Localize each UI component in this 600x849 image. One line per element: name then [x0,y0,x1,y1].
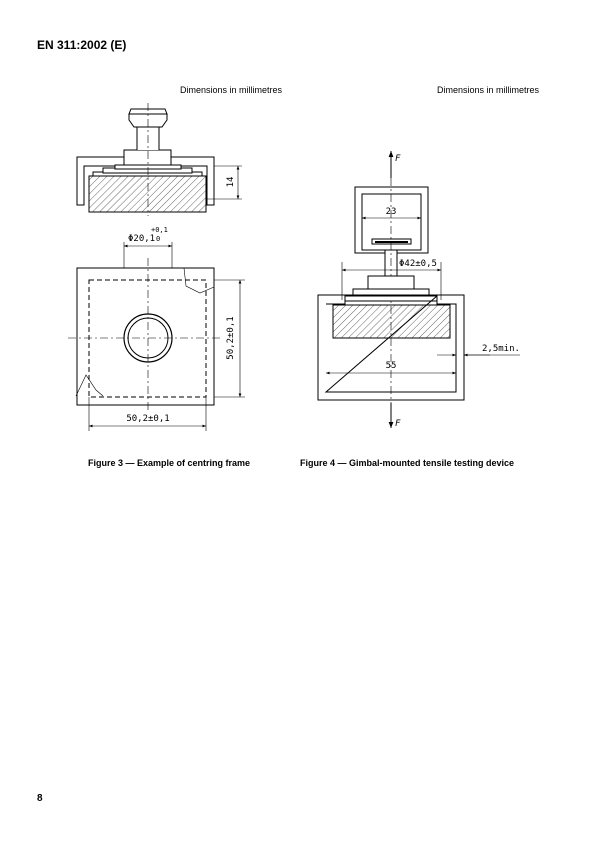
fig4-force-bottom: F [395,419,401,429]
fig3-dim-side-horizontal: 50,2±0,1 [126,414,169,424]
fig3-side-horizontal-dimension [88,397,207,431]
fig4-dimensions-note: Dimensions in millimetres [437,85,540,95]
fig3-top-section [76,108,215,213]
fig3-dim-height: 14 [226,177,236,188]
figure-3-caption: Figure 3 — Example of centring frame [88,458,251,468]
fig3-dim-tol-lower: 0 [156,235,160,243]
fig4-dim-diameter: Φ42±0,5 [399,259,437,269]
figure-4-drawing: F 23 Φ42±0,5 2,5 [317,151,520,429]
fig3-dim-side-vertical: 50,2±0,1 [226,316,236,359]
fig4-diameter-dimension [341,262,442,300]
page-number: 8 [37,793,43,804]
document-id: EN 311:2002 (E) [37,38,127,52]
fig3-dim-tol-upper: +0,1 [151,226,168,234]
fig3-dim-diameter: Φ20,1 [128,234,155,244]
figure-4-caption: Figure 4 — Gimbal-mounted tensile testin… [300,458,515,468]
fig3-dimensions-note: Dimensions in millimetres [180,85,283,95]
fig4-force-top: F [395,154,401,164]
fig4-dim-inner-width: 55 [386,361,397,371]
fig3-side-vertical-dimension [214,279,245,398]
fig3-height-dimension [206,165,242,200]
fig4-dim-min-gap: 2,5min. [482,344,520,354]
fig3-plan-view [75,267,215,406]
